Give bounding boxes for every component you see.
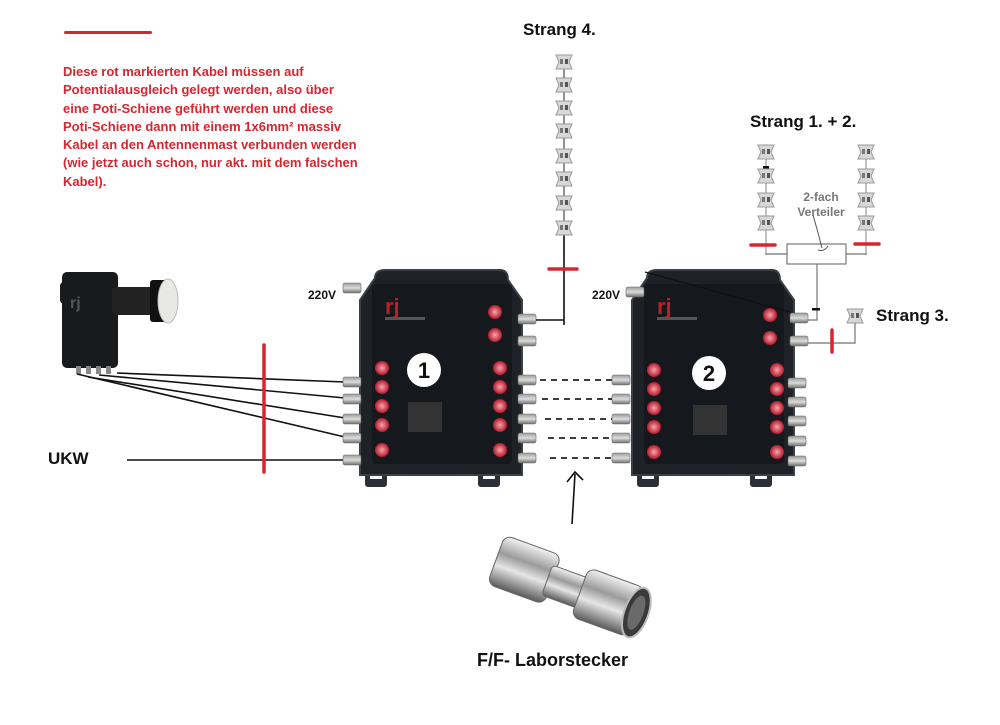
strang4-outlets xyxy=(555,54,573,236)
legend-note: Diese rot markierten Kabel müssen auf Po… xyxy=(63,64,358,189)
outlet-icon xyxy=(757,168,775,184)
splitter-cables xyxy=(765,253,867,344)
strang1-outlets xyxy=(757,144,775,255)
splitter-label-line2: Verteiler xyxy=(797,205,845,219)
svg-text:rj: rj xyxy=(70,295,81,312)
multiswitch-2: rj 2 xyxy=(631,269,795,487)
splitter-label: 2-fach Verteiler xyxy=(786,190,856,220)
outlet-icon xyxy=(555,148,573,164)
outlet-icon xyxy=(555,123,573,139)
splitter-feed-marker xyxy=(812,308,820,311)
lnb-icon: rj xyxy=(60,272,179,374)
lnb-cable-4 xyxy=(76,373,346,438)
outlet-icon xyxy=(757,192,775,208)
switch2-diagonal-cable xyxy=(644,271,791,313)
lnb-cables xyxy=(76,372,346,461)
outlet-icon xyxy=(757,215,775,231)
legend-red-marker-sample xyxy=(64,31,152,34)
strang3-label: Strang 3. xyxy=(876,306,949,325)
power-label-switch1: 220V xyxy=(308,288,337,302)
outlet-icon xyxy=(857,144,875,160)
power-label-switch2: 220V xyxy=(592,288,621,302)
switch1-number: 1 xyxy=(418,358,430,383)
outlet-icon xyxy=(555,54,573,70)
outlet-icon xyxy=(857,192,875,208)
coupler-label: F/F- Laborstecker xyxy=(477,650,629,670)
splitter-label-line1: 2-fach xyxy=(803,190,839,204)
svg-text:rj: rj xyxy=(657,294,672,319)
switch2-number: 2 xyxy=(703,361,715,386)
multiswitch-1: rj 1 xyxy=(359,269,523,487)
strang3-outlet-icon xyxy=(846,308,864,324)
switch-link-cables xyxy=(540,379,612,459)
outlet-icon xyxy=(555,100,573,116)
arrow-icon xyxy=(566,470,584,525)
lnb-cable-2 xyxy=(98,374,346,399)
coupler-icon xyxy=(488,536,652,639)
switch1-input-ports xyxy=(342,282,362,466)
ukw-label: UKW xyxy=(48,449,89,468)
outlet-icon xyxy=(857,215,875,231)
outlet-icon xyxy=(555,220,573,236)
splitter-pointer-icon xyxy=(812,214,829,251)
lnb-cable-3 xyxy=(87,376,346,419)
splitter-box xyxy=(786,243,847,265)
strang2-outlets xyxy=(857,144,875,255)
strang4-label: Strang 4. xyxy=(523,20,596,39)
outlet-icon xyxy=(857,168,875,184)
outlet-icon xyxy=(757,144,775,160)
outlet-icon xyxy=(555,171,573,187)
outlet-icon xyxy=(555,195,573,211)
strang12-label: Strang 1. + 2. xyxy=(750,112,857,131)
svg-text:rj: rj xyxy=(385,294,400,319)
outlet-icon xyxy=(555,77,573,93)
lnb-cable-1 xyxy=(116,372,346,383)
